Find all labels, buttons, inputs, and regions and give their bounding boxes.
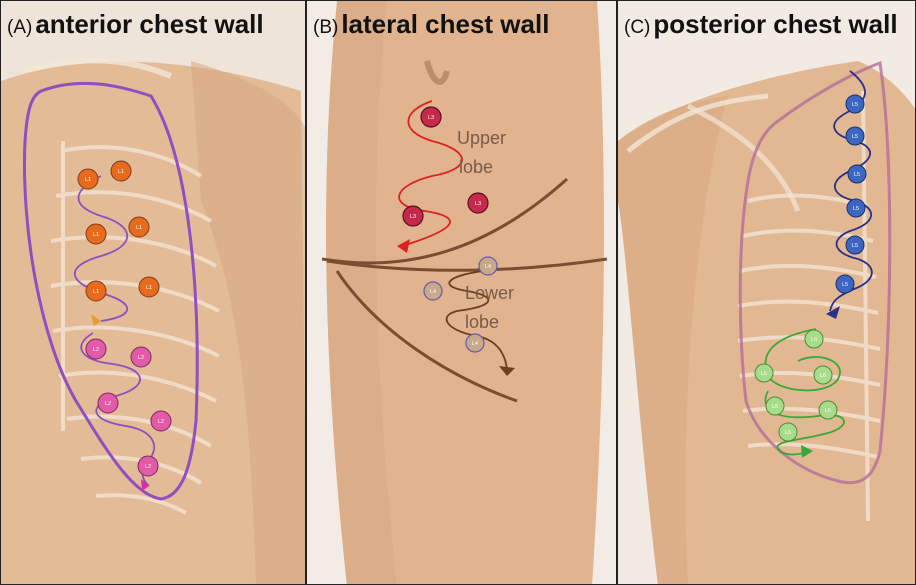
panel-a-name: anterior chest wall: [35, 9, 263, 39]
l1-marker-label: L1: [136, 225, 142, 231]
l5-marker-label: L5: [852, 134, 858, 140]
l2-marker-label: L2: [105, 401, 111, 407]
lower-lobe-label-line1: Lower: [465, 283, 514, 303]
l4-marker-label: L4: [472, 341, 478, 347]
l5-marker-label: L5: [853, 206, 859, 212]
panel-lateral: Upper lobe Lower lobe L3 L3 L3 L4 L4 L4 …: [306, 0, 617, 585]
l3-marker-label: L3: [475, 201, 481, 207]
l1-marker-label: L1: [146, 285, 152, 291]
upper-lobe-label-line1: Upper: [457, 128, 506, 148]
l6-marker-label: L6: [785, 430, 791, 436]
l4-marker-label: L4: [430, 289, 436, 295]
panel-b-tag: (B): [313, 17, 338, 38]
l6-marker-label: L6: [820, 373, 826, 379]
l2-marker-label: L2: [145, 464, 151, 470]
l6-marker-label: L6: [811, 337, 817, 343]
panel-anterior: L1 L1 L1 L1 L1 L1 L2 L2 L2 L2: [0, 0, 306, 585]
panel-c-name: posterior chest wall: [653, 9, 897, 39]
l3-marker-label: L3: [410, 214, 416, 220]
panel-c-tag: (C): [624, 17, 650, 38]
l5-marker-label: L5: [842, 282, 848, 288]
l2-marker-label: L2: [93, 347, 99, 353]
l1-marker-label: L1: [93, 289, 99, 295]
l5-marker-label: L5: [854, 172, 860, 178]
l1-marker-label: L1: [93, 232, 99, 238]
panel-b-name: lateral chest wall: [341, 9, 549, 39]
panel-posterior: L5 L5 L5 L5 L5 L5 L6 L6 L6 L6: [617, 0, 916, 585]
l2-marker-label: L2: [158, 419, 164, 425]
panel-a-tag: (A): [7, 17, 32, 38]
l3-marker-label: L3: [428, 115, 434, 121]
l4-marker-label: L4: [485, 264, 491, 270]
l6-marker-label: L6: [825, 408, 831, 414]
posterior-illustration: L5 L5 L5 L5 L5 L5 L6 L6 L6 L6: [618, 1, 916, 585]
panel-b-title: (B)lateral chest wall: [313, 9, 549, 40]
panel-a-title: (A)anterior chest wall: [7, 9, 264, 40]
l5-marker-label: L5: [852, 243, 858, 249]
anterior-illustration: L1 L1 L1 L1 L1 L1 L2 L2 L2 L2: [1, 1, 306, 585]
l5-marker-label: L5: [852, 102, 858, 108]
lateral-illustration: Upper lobe Lower lobe L3 L3 L3 L4 L4 L4: [307, 1, 617, 585]
l2-marker-label: L2: [138, 355, 144, 361]
panel-c-title: (C)posterior chest wall: [624, 9, 898, 40]
upper-lobe-label-line2: lobe: [459, 157, 493, 177]
l1-marker-label: L1: [118, 169, 124, 175]
l1-marker-label: L1: [85, 177, 91, 183]
l6-marker-label: L6: [772, 404, 778, 410]
lower-lobe-label-line2: lobe: [465, 312, 499, 332]
l6-marker-label: L6: [761, 371, 767, 377]
